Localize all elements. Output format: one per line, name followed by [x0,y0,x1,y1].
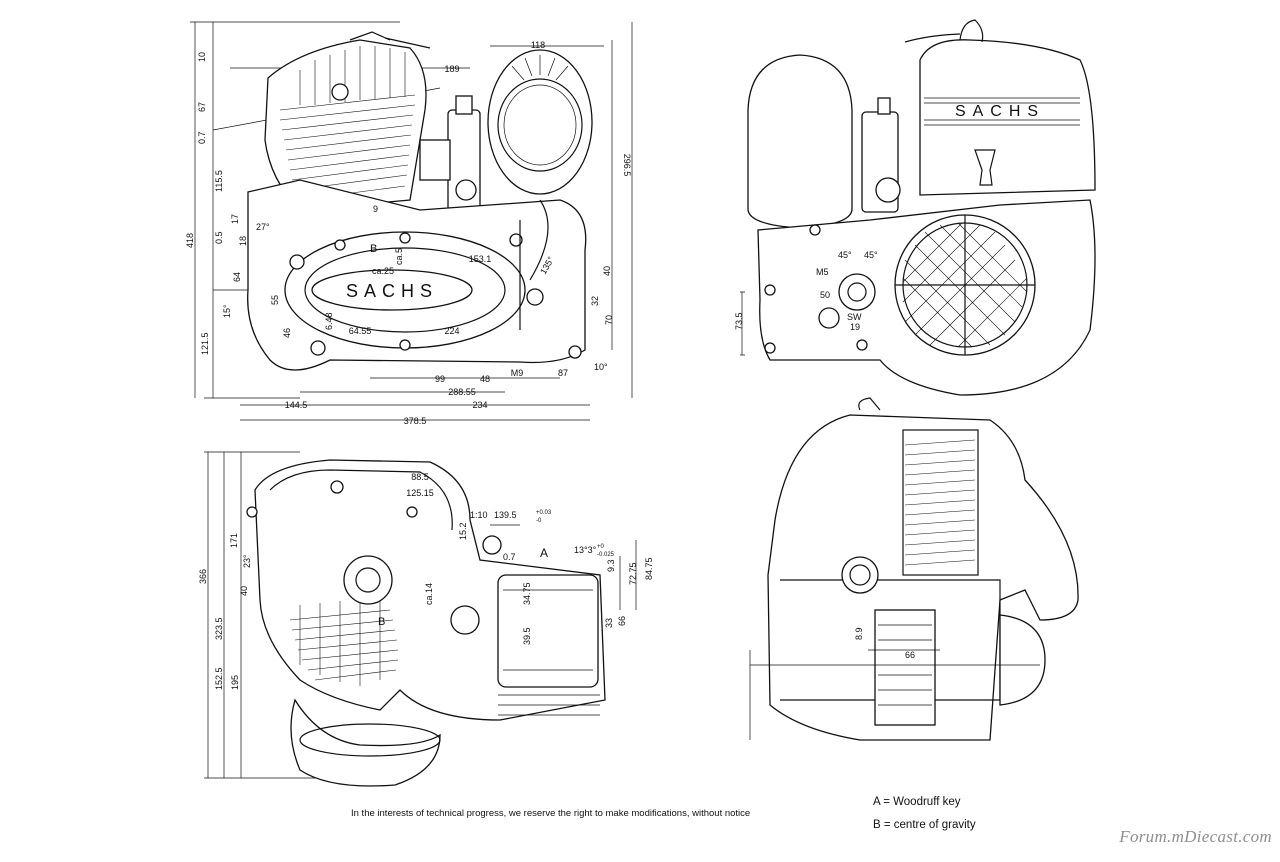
svg-text:6.48: 6.48 [324,312,334,330]
view-bottom-left: 88.5 125.15 1:10 139.5 +0.03 -0 15.2 0.7… [198,451,654,787]
svg-text:234: 234 [472,400,487,410]
view-top-left: SACHS 118 189 296.5 10 67 0.7 115.5 0.5 … [185,21,633,426]
svg-text:+0: +0 [597,544,605,550]
footer-disclaimer: In the interests of technical progress, … [351,808,751,819]
svg-text:32: 32 [590,296,600,306]
svg-text:378.5: 378.5 [404,416,427,426]
svg-text:84.75: 84.75 [644,557,654,580]
svg-text:152.5: 152.5 [214,667,224,690]
svg-text:40: 40 [602,266,612,276]
svg-text:M9: M9 [511,368,524,378]
svg-text:366: 366 [198,569,208,584]
svg-text:ca.14: ca.14 [424,583,434,605]
svg-text:64.55: 64.55 [349,326,372,336]
svg-text:15°: 15° [222,304,232,318]
svg-text:19: 19 [850,322,860,332]
svg-text:224: 224 [444,326,459,336]
svg-text:118: 118 [531,40,545,50]
svg-text:418: 418 [185,233,195,248]
svg-text:323.5: 323.5 [214,617,224,640]
brand-logo-top-right: SACHS [955,103,1045,120]
svg-text:296.5: 296.5 [622,154,632,177]
svg-text:48: 48 [480,374,490,384]
svg-text:70: 70 [604,315,614,325]
svg-text:10: 10 [197,52,207,62]
svg-text:39.5: 39.5 [522,627,532,645]
forum-watermark: Forum.mDiecast.com [1119,827,1272,846]
svg-text:45°: 45° [838,250,852,260]
svg-text:66: 66 [617,616,627,626]
svg-text:144.5: 144.5 [285,400,308,410]
svg-text:18: 18 [238,236,248,246]
svg-text:66: 66 [905,650,915,660]
svg-text:87: 87 [558,368,568,378]
svg-text:13°3°: 13°3° [574,545,597,555]
svg-text:139.5: 139.5 [494,510,517,520]
svg-text:9.3: 9.3 [606,559,616,572]
svg-text:88.5: 88.5 [411,472,429,482]
svg-text:0.7: 0.7 [197,131,207,144]
svg-text:+0.03: +0.03 [536,510,552,516]
svg-text:B: B [378,616,385,628]
legend-centre-of-gravity: B = centre of gravity [873,819,976,831]
svg-text:9: 9 [373,204,378,214]
svg-text:121.5: 121.5 [200,332,210,355]
svg-text:17: 17 [230,214,240,224]
svg-text:45°: 45° [864,250,878,260]
svg-text:153.1: 153.1 [469,254,492,264]
svg-text:0.5: 0.5 [214,231,224,244]
svg-text:171: 171 [229,533,239,548]
svg-text:64: 64 [232,272,242,282]
svg-text:73.5: 73.5 [734,312,744,330]
svg-text:-0.025: -0.025 [597,552,615,558]
svg-text:50: 50 [820,290,830,300]
view-bottom-right: 8.9 66 [749,397,1079,741]
legend-woodruff-key: A = Woodruff key [873,796,961,808]
svg-text:ca.25: ca.25 [372,266,394,276]
svg-text:27°: 27° [256,222,270,232]
svg-text:0.7: 0.7 [503,552,516,562]
brand-logo-top-left: SACHS [346,281,438,301]
svg-text:34.75: 34.75 [522,582,532,605]
svg-text:72.75: 72.75 [628,562,638,585]
svg-text:46: 46 [282,328,292,338]
svg-text:M5: M5 [816,267,829,277]
svg-text:15.2: 15.2 [458,522,468,540]
svg-text:288.55: 288.55 [448,387,476,397]
svg-text:195: 195 [230,675,240,690]
svg-text:40: 40 [239,586,249,596]
svg-text:99: 99 [435,374,445,384]
svg-text:55: 55 [270,295,280,305]
svg-text:ca.5: ca.5 [394,248,404,265]
svg-text:23°: 23° [242,554,252,568]
svg-text:125.15: 125.15 [406,488,434,498]
svg-text:189: 189 [444,64,459,74]
svg-text:115.5: 115.5 [214,170,224,192]
svg-text:33: 33 [604,618,614,628]
view-top-right: SACHS 45° 45° M5 [734,19,1096,396]
svg-text:67: 67 [197,102,207,112]
svg-text:A: A [540,546,548,560]
svg-text:10°: 10° [594,362,608,372]
svg-text:B: B [370,243,377,255]
svg-text:8.9: 8.9 [854,627,864,640]
svg-text:SW: SW [847,312,862,322]
svg-text:-0: -0 [536,518,542,524]
svg-text:1:10: 1:10 [470,510,488,520]
